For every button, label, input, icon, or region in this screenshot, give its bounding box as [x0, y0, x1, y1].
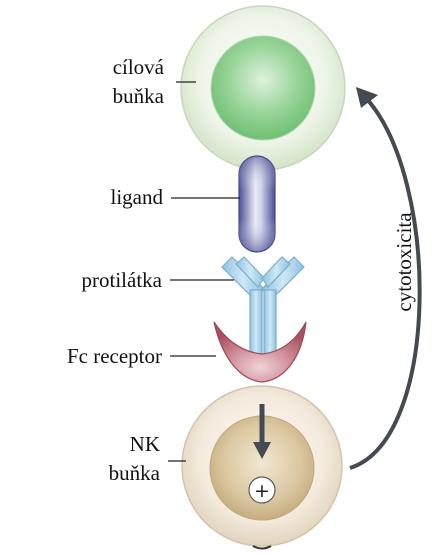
nk-cell-label-line2: buňka	[109, 461, 161, 485]
fc-receptor-label: Fc receptor	[67, 344, 162, 368]
ligand-molecule	[238, 155, 276, 253]
cytotoxicity-arrow	[349, 87, 422, 470]
signal-arrow	[253, 404, 271, 459]
target-cell-label-line2: buňka	[113, 84, 165, 108]
antibody-label: protilátka	[82, 268, 163, 292]
activation-sign: +	[254, 480, 270, 502]
target-cell-label-line1: cílová	[113, 55, 165, 79]
antibody-molecule	[221, 256, 305, 357]
fc-receptor-molecule	[213, 321, 307, 383]
nk-cell-bottom-notch	[252, 545, 272, 550]
ligand-label: ligand	[111, 185, 164, 209]
nk-cell	[181, 385, 343, 550]
target-cell	[180, 5, 346, 171]
cytotoxicity-label: cytotoxicita	[392, 212, 416, 312]
activation-badge: +	[248, 476, 276, 504]
nk-cell-label-line1: NK	[130, 432, 160, 456]
activation-circle	[248, 476, 276, 504]
target-cell-nucleus	[210, 35, 316, 141]
